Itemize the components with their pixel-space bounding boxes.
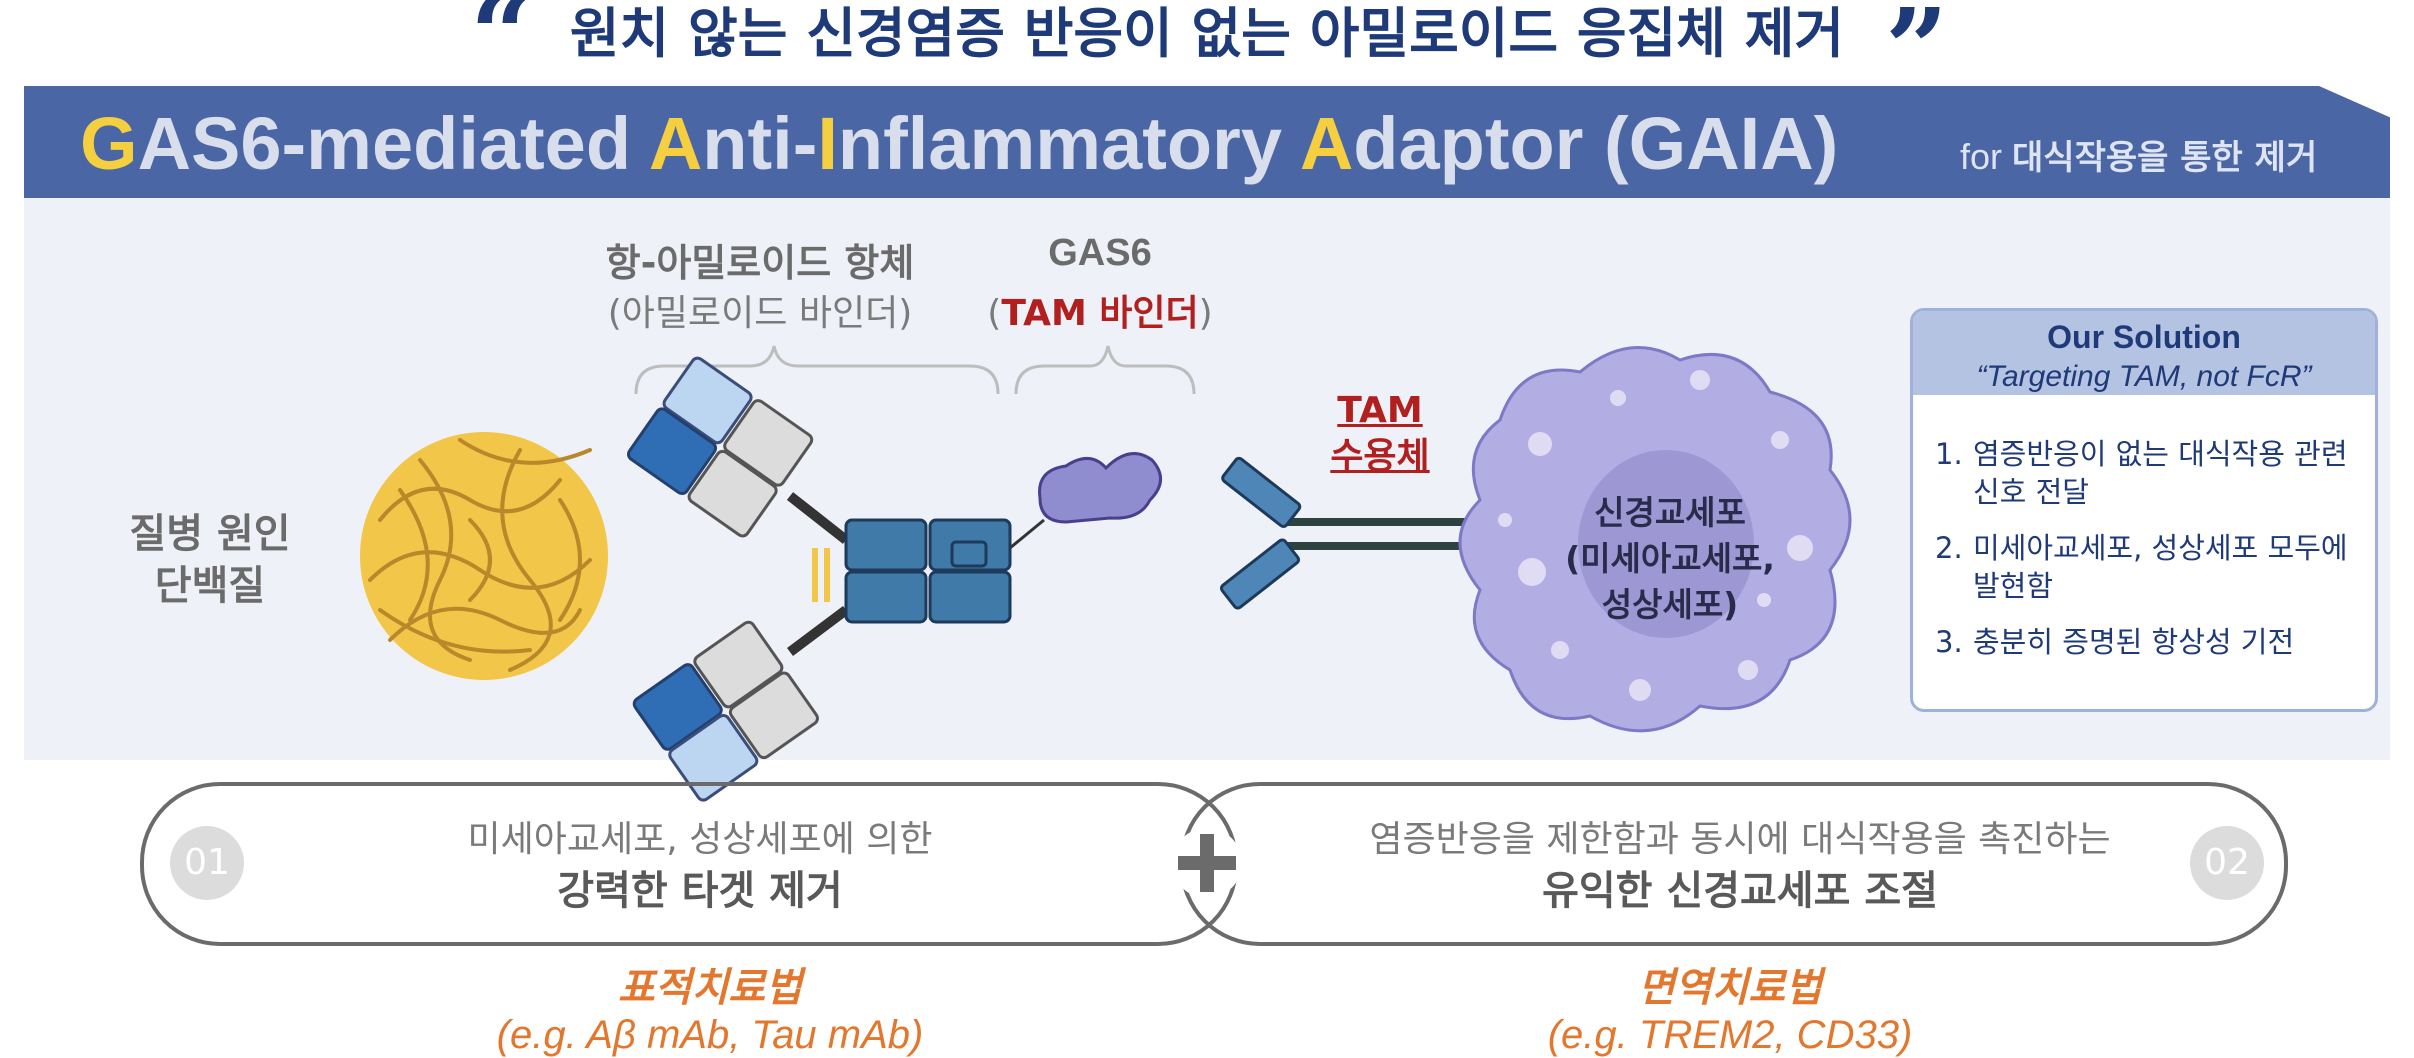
therapy-right-title: 면역치료법 <box>1638 965 1822 1011</box>
solution-item-num: 2. <box>1935 531 1963 565</box>
banner-title-part: daptor (GAIA) <box>1353 102 1839 185</box>
solution-item: 1. 염증반응이 없는 대식작용 관련 신호 전달 <box>1935 435 2357 511</box>
therapy-left-example: (e.g. Aβ mAb, Tau mAb) <box>496 1013 924 1057</box>
solution-subtitle: “Targeting TAM, not FcR” <box>1976 360 2312 393</box>
benefit-right-line1: 염증반응을 제한함과 동시에 대식작용을 촉진하는 <box>1369 819 2111 860</box>
glial-cell-label-line2: (미세아교세포, <box>1565 539 1775 578</box>
solution-box: Our Solution “Targeting TAM, not FcR” 1.… <box>1910 308 2378 712</box>
disease-protein-label-line2: 단백질 <box>154 563 266 609</box>
antibody-icon <box>626 356 1045 802</box>
banner-title: GAS6-mediated Anti-Inflammatory Adaptor … <box>80 94 1838 194</box>
banner-title-part: A <box>648 102 703 185</box>
gas6-sublabel: (TAM 바인더) <box>960 284 1240 336</box>
gas6-label: GAS6 <box>1048 232 1152 274</box>
gas6-brace <box>1014 345 1196 395</box>
benefit-right-line2: 유익한 신경교세포 조절 <box>1542 868 1938 914</box>
therapy-left: 표적치료법 (e.g. Aβ mAb, Tau mAb) <box>360 955 1060 1058</box>
tam-receptor-label-line1: TAM <box>1337 390 1423 431</box>
glial-cell-icon <box>1458 346 1852 733</box>
disease-protein-label-line1: 질병 원인 <box>129 511 291 557</box>
benefit-number-right: 02 <box>2190 826 2264 900</box>
therapy-right: 면역치료법 (e.g. TREM2, CD33) <box>1380 955 2080 1058</box>
glial-cell-label-line3: 성상세포) <box>1601 585 1739 624</box>
antibody-brace <box>634 345 1000 395</box>
disease-protein-label: 질병 원인 단백질 <box>110 508 310 612</box>
banner-subtitle-bold: 대식작용을 통한 제거 <box>2012 138 2318 178</box>
solution-header: Our Solution “Targeting TAM, not FcR” <box>1913 311 2375 395</box>
solution-item-num: 3. <box>1935 625 1963 659</box>
solution-item: 2. 미세아교세포, 성상세포 모두에 발현함 <box>1935 529 2357 605</box>
benefit-number-left: 01 <box>170 826 244 900</box>
glial-cell-label-line1: 신경교세포 <box>1594 493 1746 532</box>
amyloid-aggregate-icon <box>360 432 608 680</box>
solution-list: 1. 염증반응이 없는 대식작용 관련 신호 전달 2. 미세아교세포, 성상세포 … <box>1913 395 2375 661</box>
benefit-left-line2: 강력한 타겟 제거 <box>557 868 843 914</box>
quote-title: 원치 않는 신경염증 반응이 없는 아밀로이드 응집체 제거 <box>569 2 1845 65</box>
solution-title: Our Solution <box>2047 319 2241 355</box>
gas6-sublabel-open: ( <box>987 293 1002 334</box>
gas6-sublabel-close: ) <box>1198 293 1213 334</box>
glial-cell-label: 신경교세포 (미세아교세포, 성상세포) <box>1530 490 1810 628</box>
banner-subtitle-prefix: for <box>1960 136 2003 177</box>
banner-title-part: nflammatory <box>837 102 1300 185</box>
open-quote-mark: “ <box>470 0 534 99</box>
solution-item-text: 미세아교세포, 성상세포 모두에 발현함 <box>1973 531 2348 603</box>
tam-receptor-icon <box>1219 456 1488 610</box>
gas6-icon <box>1038 452 1162 524</box>
banner-title-part: AS6-mediated <box>137 102 649 185</box>
banner-title-part: I <box>817 102 838 185</box>
tam-receptor-label-line2: 수용체 <box>1330 436 1430 477</box>
antibody-sublabel: (아밀로이드 바인더) <box>607 293 913 334</box>
solution-item-text: 염증반응이 없는 대식작용 관련 신호 전달 <box>1973 437 2348 509</box>
therapy-left-title: 표적치료법 <box>618 965 802 1011</box>
therapy-right-example: (e.g. TREM2, CD33) <box>1547 1013 1913 1057</box>
antibody-label: 항-아밀로이드 항체 <box>605 241 915 285</box>
gas6-sublabel-red: TAM 바인더 <box>1001 293 1199 334</box>
tam-receptor-label: TAM 수용체 <box>1310 388 1450 480</box>
banner-subtitle: for 대식작용을 통한 제거 <box>1960 130 2317 179</box>
solution-item: 3. 충분히 증명된 항상성 기전 <box>1935 623 2357 661</box>
banner-title-part: A <box>1299 102 1354 185</box>
title-banner <box>24 86 2390 198</box>
benefit-left-line1: 미세아교세포, 성상세포에 의한 <box>467 819 933 860</box>
banner-title-part: nti- <box>702 102 818 185</box>
plus-icon <box>1172 828 1242 898</box>
solution-item-num: 1. <box>1935 437 1963 471</box>
solution-item-text: 충분히 증명된 항상성 기전 <box>1973 625 2295 659</box>
banner-title-part: G <box>80 102 138 185</box>
